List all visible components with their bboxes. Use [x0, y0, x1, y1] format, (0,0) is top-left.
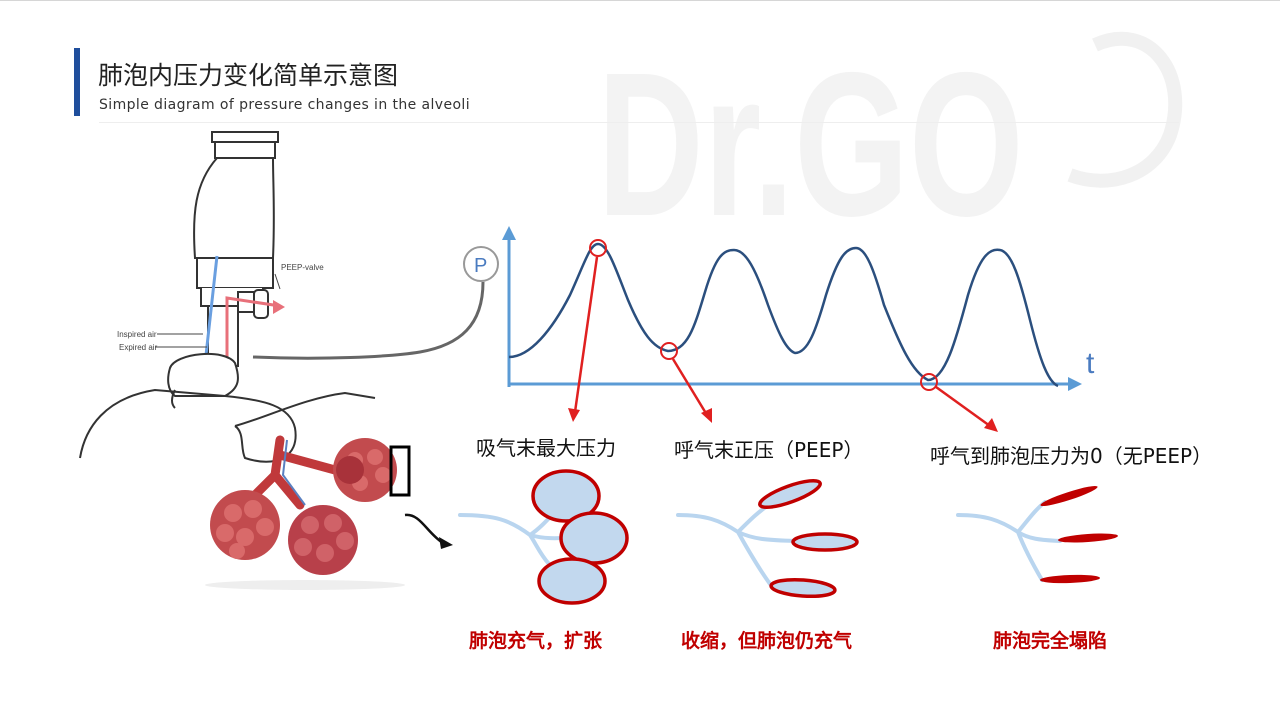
top-border	[0, 0, 1280, 1]
title-accent-bar	[74, 48, 80, 116]
zero-marker	[920, 373, 938, 391]
time-axis-label: t	[1086, 347, 1095, 380]
title-divider	[99, 122, 1179, 123]
peep-label: 呼气末正压（PEEP）	[674, 438, 864, 462]
page-subtitle: Simple diagram of pressure changes in th…	[99, 97, 471, 113]
alveoli-expanded	[458, 469, 629, 605]
alveoli-cluster-illustration	[205, 435, 453, 590]
y-axis-arrow	[502, 226, 516, 240]
bronchus	[250, 435, 340, 510]
peak-pressure-label: 吸气末最大压力	[476, 436, 616, 460]
cluster-shadow	[205, 580, 405, 590]
caption-collapsed: 肺泡完全塌陷	[993, 630, 1108, 652]
nose	[171, 389, 176, 409]
bottle-collar	[196, 257, 274, 289]
zero-pressure-label: 呼气到肺泡压力为0（无PEEP）	[930, 444, 1213, 468]
alveolar-sac-right	[333, 438, 397, 502]
peep-marker	[660, 342, 678, 360]
zoom-arrow	[404, 513, 444, 545]
pressure-gauge	[463, 246, 499, 282]
inspired-arrow	[203, 255, 219, 365]
bottle-cap	[211, 131, 279, 143]
head-outline	[79, 388, 297, 463]
alveoli-collapsed	[956, 485, 1118, 584]
x-axis-arrow	[1068, 377, 1082, 391]
alveoli-contracted	[676, 478, 859, 599]
bottle-neck	[214, 141, 276, 159]
watermark-text: Dr.GO	[597, 29, 1023, 235]
alveolar-sac-left	[210, 490, 280, 560]
face-outline	[234, 391, 376, 427]
ventilator-illustration: PEEP-valve Inspired air Expired air	[79, 131, 376, 463]
pressure-curve	[508, 242, 1059, 388]
bottle-body	[193, 157, 275, 259]
zero-arrow	[935, 385, 991, 428]
caption-expanded: 肺泡充气，扩张	[469, 630, 603, 652]
page-title: 肺泡内压力变化简单示意图	[98, 61, 399, 90]
zoom-box	[389, 445, 411, 497]
peep-valve-label: PEEP-valve	[281, 263, 324, 272]
mask	[167, 352, 239, 397]
peep-arrow	[671, 358, 709, 416]
stethoscope-icon	[1067, 31, 1183, 188]
inspired-air-label: Inspired air	[117, 330, 157, 339]
watermark-logo: Dr.GO	[597, 29, 1183, 235]
caption-contracted: 收缩，但肺泡仍充气	[681, 630, 853, 652]
alveolar-sac-middle	[288, 505, 358, 575]
expired-air-label: Expired air	[119, 343, 158, 352]
gauge-label: P	[474, 255, 487, 277]
peak-marker	[589, 239, 607, 257]
peak-arrow	[573, 256, 599, 413]
